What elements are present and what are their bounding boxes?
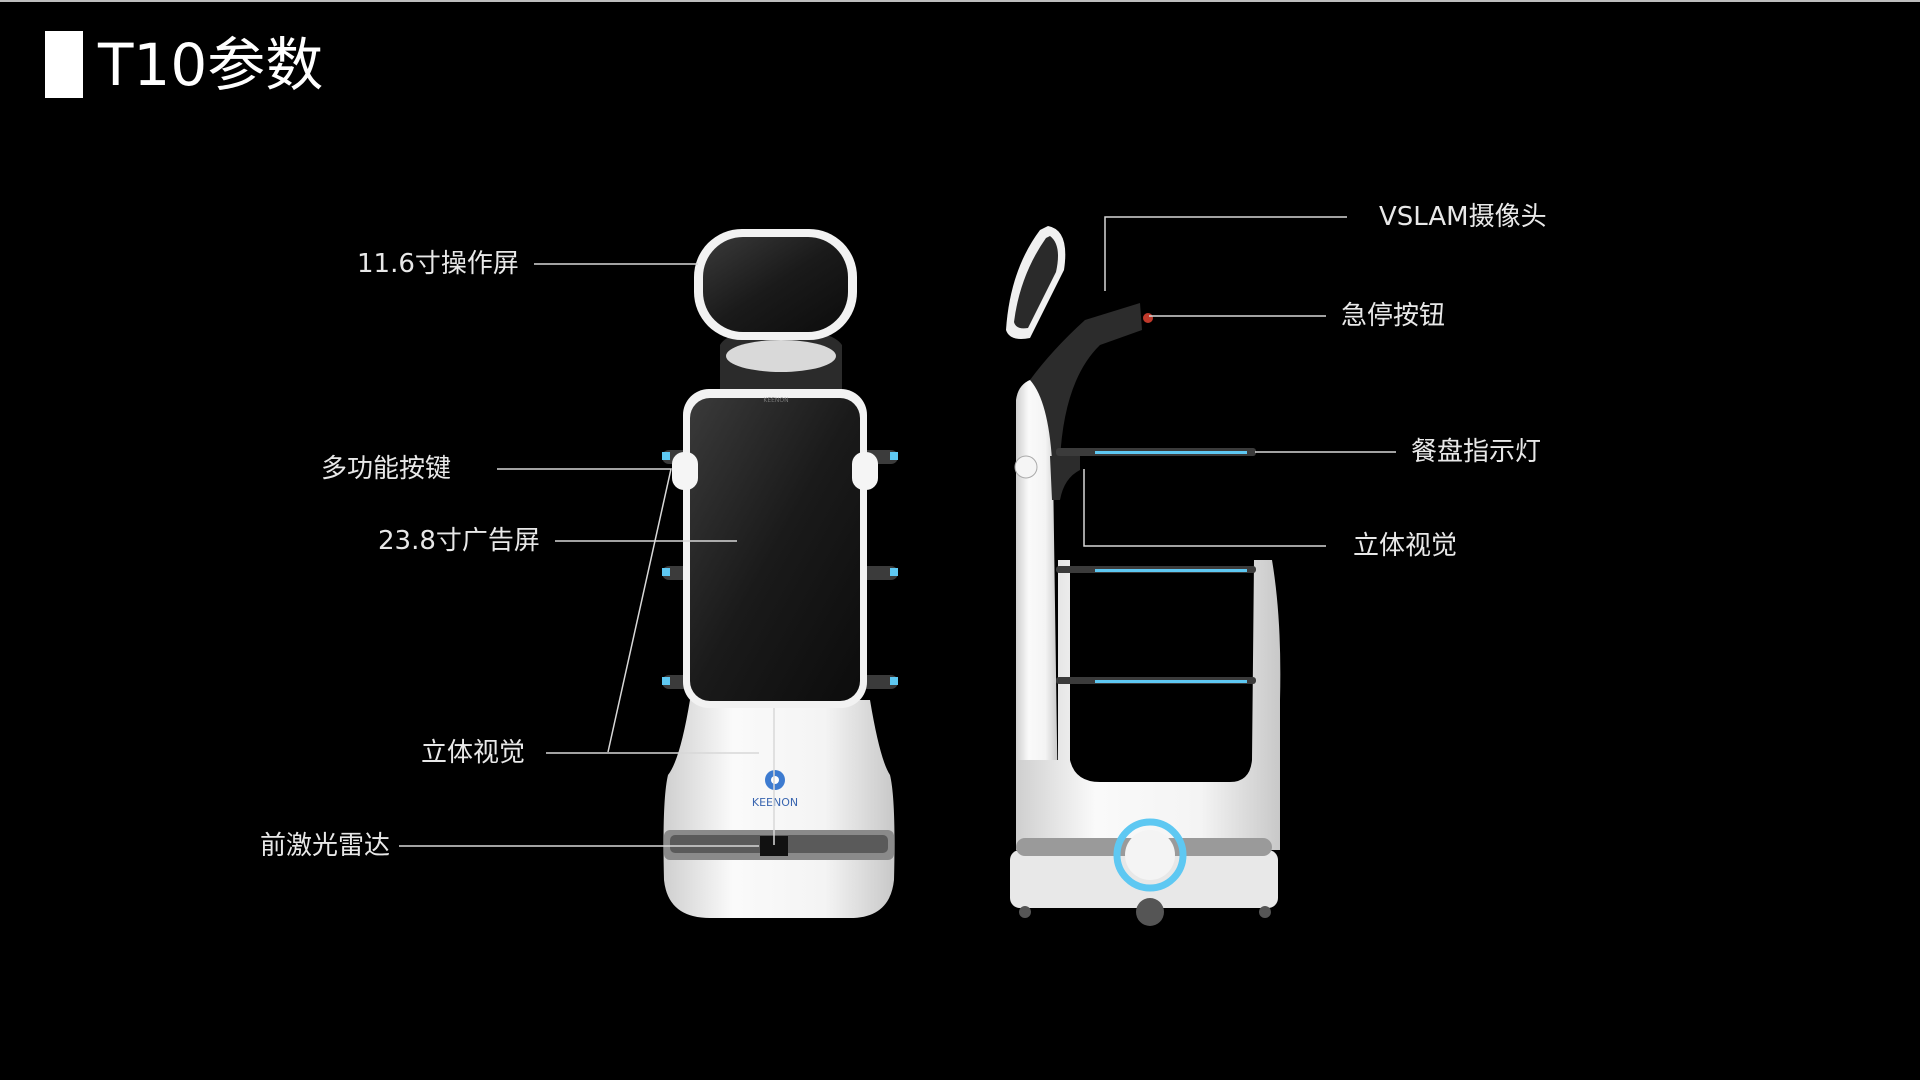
label-vslam-camera: VSLAM摄像头 (1379, 202, 1547, 232)
front-base-brand: KEENON (752, 796, 798, 809)
label-ad-screen: 23.8寸广告屏 (378, 526, 540, 556)
label-front-stereo-vision: 立体视觉 (421, 738, 526, 768)
callout-lines (399, 216, 1396, 847)
label-multi-function-keys: 多功能按键 (321, 454, 452, 484)
label-operation-screen: 11.6寸操作屏 (357, 249, 519, 279)
label-side-stereo-vision: 立体视觉 (1353, 531, 1458, 561)
page-title: T10参数 (98, 31, 324, 99)
label-tray-indicator: 餐盘指示灯 (1411, 437, 1542, 467)
top-border (0, 0, 1920, 2)
front-screen-brand: KEENON (763, 397, 788, 404)
label-front-lidar: 前激光雷达 (260, 831, 391, 861)
label-emergency-stop: 急停按钮 (1341, 301, 1446, 331)
side-robot (1006, 226, 1281, 926)
front-robot (662, 229, 898, 918)
title-accent-bar (45, 31, 83, 98)
